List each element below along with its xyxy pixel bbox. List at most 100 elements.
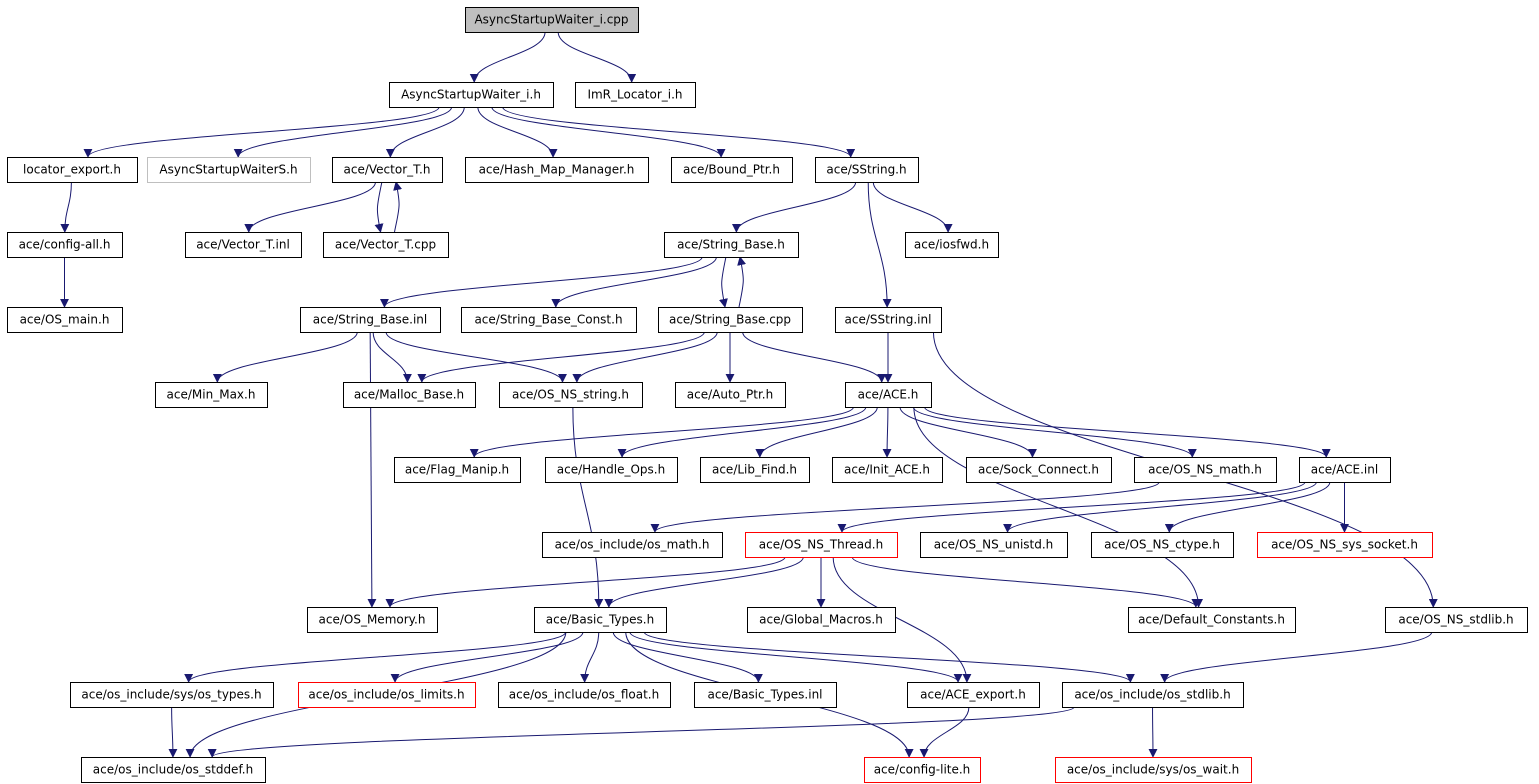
node-locator-export-h[interactable]: locator_export.h <box>7 157 138 183</box>
node-init-ace-h[interactable]: ace/Init_ACE.h <box>832 457 943 483</box>
node-hash-map-manager-h[interactable]: ace/Hash_Map_Manager.h <box>465 157 649 183</box>
node-box <box>675 382 786 408</box>
node-box <box>745 532 898 558</box>
node-async-waiter-s-h[interactable]: AsyncStartupWaiterS.h <box>147 157 311 183</box>
edge-string_base_h-to-string_base_cpp <box>719 256 728 308</box>
node-label: ace/OS_NS_unistd.h <box>934 538 1054 552</box>
node-os-limits-h[interactable]: ace/os_include/os_limits.h <box>298 682 476 708</box>
node-vector-t-inl[interactable]: ace/Vector_T.inl <box>185 232 302 258</box>
edge-ace_h-to-os_ns_math_h <box>912 406 1197 458</box>
node-box <box>394 457 521 483</box>
node-box <box>905 232 999 258</box>
node-imr-locator-h[interactable]: ImR_Locator_i.h <box>575 82 696 108</box>
node-box <box>575 82 696 108</box>
node-box <box>694 682 837 708</box>
node-os-stdlib-h[interactable]: ace/os_include/os_stdlib.h <box>1062 682 1244 708</box>
node-ace-inl[interactable]: ace/ACE.inl <box>1299 457 1391 483</box>
edge-string_base_inl-to-malloc_base_h <box>372 331 412 383</box>
node-label: ace/String_Base_Const.h <box>474 313 622 327</box>
node-auto-ptr-h[interactable]: ace/Auto_Ptr.h <box>675 382 786 408</box>
node-bound-ptr-h[interactable]: ace/Bound_Ptr.h <box>671 157 793 183</box>
node-box <box>1385 607 1528 633</box>
node-sock-connect-h[interactable]: ace/Sock_Connect.h <box>966 457 1112 483</box>
node-os-ns-thread-h[interactable]: ace/OS_NS_Thread.h <box>745 532 898 558</box>
node-label: ace/OS_NS_math.h <box>1148 463 1262 477</box>
node-flag-manip-h[interactable]: ace/Flag_Manip.h <box>394 457 521 483</box>
node-label: ace/ACE.h <box>858 388 919 402</box>
node-label: ace/ACE.inl <box>1311 463 1378 477</box>
node-box <box>343 382 476 408</box>
node-sstring-inl[interactable]: ace/SString.inl <box>835 307 942 333</box>
node-malloc-base-h[interactable]: ace/Malloc_Base.h <box>343 382 476 408</box>
node-label: ace/Init_ACE.h <box>844 463 930 477</box>
node-basic-types-inl[interactable]: ace/Basic_Types.inl <box>694 682 837 708</box>
node-label: ace/SString.h <box>826 163 906 177</box>
node-os-math-h[interactable]: ace/os_include/os_math.h <box>542 532 723 558</box>
edge-async_waiter_cpp-to-async_waiter_h <box>469 31 546 83</box>
edge-os_ns_math_h-to-os_math_h <box>650 481 1160 533</box>
node-handle-ops-h[interactable]: ace/Handle_Ops.h <box>545 457 678 483</box>
node-os-wait-h[interactable]: ace/os_include/sys/os_wait.h <box>1055 757 1252 783</box>
edge-string_base_cpp-to-ace_h <box>742 331 887 383</box>
node-label: ace/Vector_T.cpp <box>335 238 436 252</box>
node-ace-export-h[interactable]: ace/ACE_export.h <box>907 682 1040 708</box>
node-label: ace/Malloc_Base.h <box>354 388 464 402</box>
node-label: ace/os_include/os_stddef.h <box>93 763 253 777</box>
node-string-base-const-h[interactable]: ace/String_Base_Const.h <box>461 307 637 333</box>
edge-vector_t_cpp-to-vector_t_h <box>393 181 403 233</box>
node-box <box>465 157 649 183</box>
edge-basic_types_h-to-os_stdlib_h <box>643 631 1135 683</box>
node-os-types-h[interactable]: ace/os_include/sys/os_types.h <box>70 682 274 708</box>
node-box <box>465 7 639 33</box>
node-label: ace/OS_NS_Thread.h <box>759 538 883 552</box>
edge-async_waiter_h-to-locator_export_h <box>83 106 440 158</box>
node-basic-types-h[interactable]: ace/Basic_Types.h <box>534 607 667 633</box>
node-label: ace/Vector_T.inl <box>196 238 290 252</box>
node-os-ns-unistd-h[interactable]: ace/OS_NS_unistd.h <box>920 532 1068 558</box>
node-os-memory-h[interactable]: ace/OS_Memory.h <box>307 607 438 633</box>
node-label: ace/OS_NS_stdlib.h <box>1398 613 1513 627</box>
node-config-all-h[interactable]: ace/config-all.h <box>7 232 123 258</box>
node-os-ns-ctype-h[interactable]: ace/OS_NS_ctype.h <box>1091 532 1234 558</box>
node-default-constants-h[interactable]: ace/Default_Constants.h <box>1128 607 1296 633</box>
node-async-waiter-h[interactable]: AsyncStartupWaiter_i.h <box>389 82 554 108</box>
node-global-macros-h[interactable]: ace/Global_Macros.h <box>747 607 896 633</box>
node-label: ace/os_include/sys/os_types.h <box>81 688 261 702</box>
edge-ace_inl-to-os_ns_unistd_h <box>1003 481 1317 533</box>
edge-string_base_cpp-to-malloc_base_h <box>417 331 705 383</box>
node-os-float-h[interactable]: ace/os_include/os_float.h <box>498 682 671 708</box>
edge-ace_h-to-init_ace_h <box>882 406 892 458</box>
node-label: ace/os_include/os_limits.h <box>308 688 464 702</box>
edge-async_waiter_cpp-to-imr_locator_h <box>557 31 637 83</box>
node-label: ace/Vector_T.h <box>344 163 431 177</box>
node-label: locator_export.h <box>23 163 121 177</box>
node-box <box>832 457 943 483</box>
node-vector-t-h[interactable]: ace/Vector_T.h <box>332 157 443 183</box>
node-iosfwd-h[interactable]: ace/iosfwd.h <box>905 232 999 258</box>
node-os-ns-math-h[interactable]: ace/OS_NS_math.h <box>1134 457 1277 483</box>
node-box <box>1128 607 1296 633</box>
node-label: ace/os_include/os_stdlib.h <box>1074 688 1230 702</box>
edge-vector_t_h-to-vector_t_cpp <box>374 181 384 233</box>
node-lib-find-h[interactable]: ace/Lib_Find.h <box>700 457 810 483</box>
node-sstring-h[interactable]: ace/SString.h <box>815 157 919 183</box>
node-box <box>966 457 1112 483</box>
node-string-base-h[interactable]: ace/String_Base.h <box>664 232 799 258</box>
node-label: ace/Min_Max.h <box>167 388 256 402</box>
node-min-max-h[interactable]: ace/Min_Max.h <box>155 382 268 408</box>
node-os-stddef-h[interactable]: ace/os_include/os_stddef.h <box>81 757 266 783</box>
node-string-base-cpp[interactable]: ace/String_Base.cpp <box>658 307 803 333</box>
node-os-ns-stdlib-h[interactable]: ace/OS_NS_stdlib.h <box>1385 607 1528 633</box>
edge-os_types_h-to-os_stddef_h <box>168 706 178 758</box>
node-box <box>7 307 123 333</box>
node-vector-t-cpp[interactable]: ace/Vector_T.cpp <box>323 232 449 258</box>
node-label: ace/OS_NS_sys_socket.h <box>1271 538 1418 552</box>
node-os-ns-string-h[interactable]: ace/OS_NS_string.h <box>499 382 643 408</box>
node-config-lite-h[interactable]: ace/config-lite.h <box>864 757 981 783</box>
node-box <box>1091 532 1234 558</box>
node-os-main-h[interactable]: ace/OS_main.h <box>7 307 123 333</box>
node-async-waiter-cpp[interactable]: AsyncStartupWaiter_i.cpp <box>465 7 639 33</box>
node-os-ns-sys-socket-h[interactable]: ace/OS_NS_sys_socket.h <box>1257 532 1433 558</box>
node-ace-h[interactable]: ace/ACE.h <box>845 382 932 408</box>
node-string-base-inl[interactable]: ace/String_Base.inl <box>300 307 441 333</box>
